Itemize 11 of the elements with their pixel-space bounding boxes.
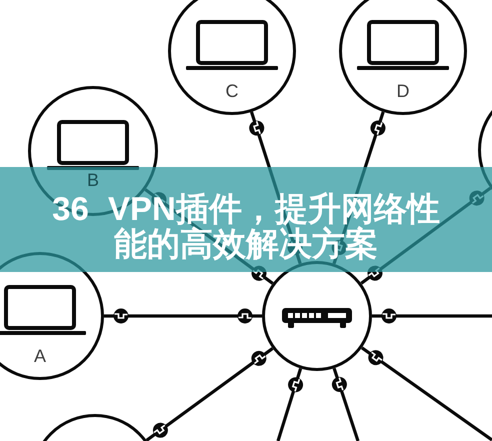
node-letter: D — [396, 82, 410, 100]
network-cable — [276, 368, 304, 441]
network-cable — [146, 347, 274, 441]
node-letter: B — [87, 171, 99, 189]
banner-title: 36 VPN插件，提升网络性能的高效解决方案 — [51, 191, 441, 261]
node-letter: A — [34, 347, 46, 365]
network-cable — [331, 368, 360, 441]
network-cable — [104, 308, 262, 324]
node-letter: C — [226, 82, 238, 100]
network-cable — [360, 346, 492, 441]
network-cable — [372, 308, 492, 324]
